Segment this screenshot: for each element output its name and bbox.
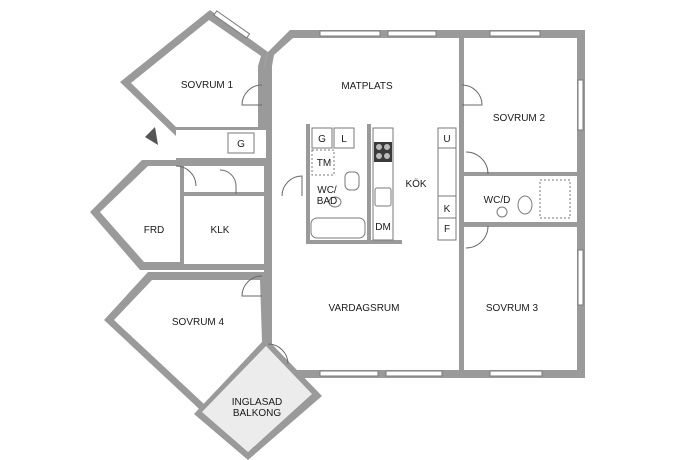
window <box>213 10 251 39</box>
window <box>319 370 379 377</box>
fixture-label-g-kitchen: G <box>318 134 326 145</box>
room-label-sovrum1: SOVRUM 1 <box>181 80 234 91</box>
fixture-label-f: F <box>444 224 450 235</box>
entrance-arrow-icon <box>145 127 158 145</box>
room-label-wcbad-line1: WC/ <box>317 185 337 196</box>
kitchen-core <box>306 124 571 244</box>
room-label-klk: KLK <box>211 225 230 236</box>
balcony <box>194 338 322 460</box>
sovrum1-wing <box>120 10 268 160</box>
window <box>489 370 543 377</box>
fixture-label-g-hall: G <box>237 139 245 150</box>
room-label-kok: KÖK <box>405 178 426 190</box>
room-label-wcbad-line2: BAD <box>317 196 338 207</box>
window <box>387 30 437 37</box>
main-block <box>264 30 585 378</box>
fixture-label-l: L <box>341 134 347 145</box>
room-label-matplats: MATPLATS <box>341 81 393 92</box>
room-label-sovrum4: SOVRUM 4 <box>172 317 225 328</box>
window <box>385 370 443 377</box>
fixture-label-u: U <box>443 134 450 145</box>
room-label-balkong-line2: BALKONG <box>233 408 282 419</box>
sovrum4-wing <box>104 272 268 414</box>
window <box>577 79 584 131</box>
window <box>577 249 584 306</box>
room-label-sovrum3: SOVRUM 3 <box>486 303 539 314</box>
room-label-sovrum2: SOVRUM 2 <box>493 113 546 124</box>
room-label-balkong-line1: INGLASAD <box>232 397 283 408</box>
room-label-vardagsrum: VARDAGSRUM <box>329 303 400 314</box>
room-label-frd: FRD <box>144 225 165 236</box>
fixture-label-k: K <box>444 204 451 215</box>
room-label-wcd: WC/D <box>484 195 511 206</box>
window <box>489 30 541 37</box>
fixture-label-tm: TM <box>317 158 331 169</box>
west-block <box>90 127 268 270</box>
fixture-label-dm: DM <box>375 222 391 233</box>
doors <box>175 84 489 365</box>
window <box>319 30 381 37</box>
